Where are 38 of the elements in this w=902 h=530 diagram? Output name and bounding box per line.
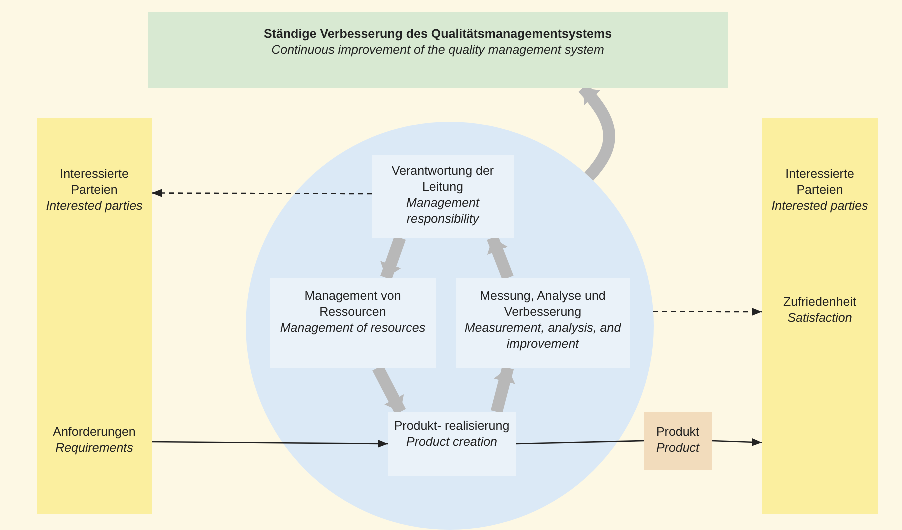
translation-text: Satisfaction: [786, 310, 854, 326]
translation-text: Interested parties: [770, 198, 870, 214]
stakeholder-band: [762, 118, 878, 514]
cycle-arrow: [372, 365, 406, 415]
label-text: Messung, Analyse und Verbesserung: [479, 288, 607, 320]
cycle-arrow: [380, 236, 406, 280]
translation-text: Product: [655, 440, 701, 456]
translation-text: Product creation: [405, 434, 499, 450]
arrow: [654, 308, 762, 316]
process-box: [270, 278, 436, 368]
translation-text: Measurement, analysis, and improvement: [464, 320, 622, 352]
translation-text: Continuous improvement of the quality management system: [270, 42, 606, 58]
translation-text: Interested parties: [45, 198, 144, 214]
process-box: [372, 155, 514, 238]
label-text: Produkt- realisierung: [393, 418, 511, 434]
label-text: Interessierte Parteien: [784, 166, 856, 198]
label-text: Anforderungen: [52, 424, 137, 440]
stakeholder-band: [37, 118, 152, 514]
connector-line: [516, 440, 644, 445]
label-text: Produkt: [655, 424, 701, 440]
label-text: Verantwortung der Leitung: [390, 163, 496, 195]
heading-text: Ständige Verbesserung des Qualitätsmanagementsystems: [262, 26, 614, 42]
process-circle: [246, 122, 654, 530]
process-box: [456, 278, 630, 368]
label-text: Zufriedenheit: [782, 294, 858, 310]
cycle-arrow: [491, 366, 516, 414]
cycle-arrow: [487, 236, 514, 280]
arrow: [152, 440, 388, 448]
product-box: [644, 412, 712, 470]
arrow: [152, 189, 372, 198]
translation-text: Management of resources: [279, 320, 427, 336]
label-text: Management von Ressourcen: [304, 288, 402, 320]
improvement-box: [148, 12, 728, 88]
translation-text: Requirements: [54, 440, 134, 456]
label-text: Interessierte Parteien: [59, 166, 130, 198]
process-box: [388, 412, 516, 476]
translation-text: Management responsibility: [406, 195, 481, 227]
arrow: [712, 438, 762, 446]
